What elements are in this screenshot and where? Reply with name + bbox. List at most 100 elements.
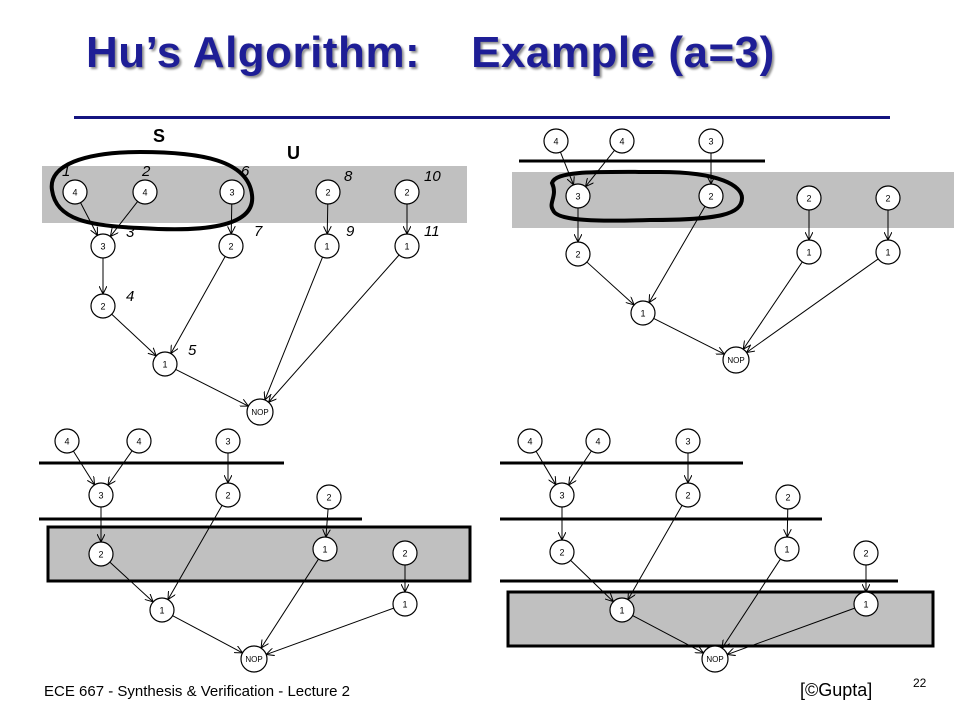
step-4-nop-node: NOP (701, 645, 729, 673)
step-4-node-4: 2 (549, 539, 575, 565)
step-2-node-6: 3 (698, 128, 724, 154)
step-2-node-5: 1 (630, 300, 656, 326)
footer-text: ECE 667 - Synthesis & Verification - Lec… (44, 683, 350, 700)
node-id-label-6: 6 (241, 163, 250, 180)
step-4-edge-7-5 (628, 505, 683, 598)
node-value: 1 (619, 606, 624, 616)
node-value: 4 (595, 437, 600, 447)
step-1-nop-node: NOP (246, 398, 274, 426)
node-circle (218, 233, 244, 259)
node-circle (314, 233, 340, 259)
node-circle (54, 428, 80, 454)
node-circle (312, 536, 338, 562)
node-circle (132, 179, 158, 205)
node-value: 1 (324, 242, 329, 252)
node-value: 2 (575, 250, 580, 260)
node-value: NOP (727, 356, 744, 365)
step-3-edge-1-3 (72, 450, 94, 484)
step-1-edge-2-3 (111, 201, 139, 235)
set-u-label: U (287, 143, 300, 163)
step-3-nop-node: NOP (240, 645, 268, 673)
node-value: 2 (98, 550, 103, 560)
node-value: 1 (404, 242, 409, 252)
step-3-edge-11-nop (267, 607, 394, 654)
step-4-node-6: 3 (675, 428, 701, 454)
step-1-edge-1-3 (80, 202, 97, 235)
step-4-node-1: 4 (517, 428, 543, 454)
node-value: 1 (640, 309, 645, 319)
node-value: 2 (402, 549, 407, 559)
node-circle (853, 591, 879, 617)
step-1-edge-5-nop (175, 368, 248, 405)
node-value: 1 (885, 248, 890, 258)
node-circle (722, 346, 750, 374)
node-id-label-3: 3 (126, 224, 135, 241)
node-circle (88, 541, 114, 567)
node-value: 4 (527, 437, 532, 447)
step-2-edge-5-nop (653, 317, 724, 353)
node-circle (609, 128, 635, 154)
node-value: 2 (806, 194, 811, 204)
step-2-edge-4-5 (586, 261, 633, 304)
node-circle (698, 128, 724, 154)
node-value: NOP (251, 408, 268, 417)
step-3-edge-5-nop (172, 615, 242, 653)
step-3-node-11: 1 (392, 591, 418, 617)
step-2-node-10: 2 (875, 185, 901, 211)
step-4-node-9: 1 (774, 536, 800, 562)
node-id-label-11: 11 (424, 223, 440, 240)
node-value: 2 (863, 549, 868, 559)
step-4-node-8: 2 (775, 484, 801, 510)
node-circle (675, 482, 701, 508)
step-1-node-2: 4 (132, 179, 158, 205)
step-3-node-7: 2 (215, 482, 241, 508)
node-circle (675, 428, 701, 454)
node-circle (796, 185, 822, 211)
step-1-node-4: 2 (90, 293, 116, 319)
node-value: 3 (225, 437, 230, 447)
step-3-node-9: 1 (312, 536, 338, 562)
step-1-node-10: 2 (394, 179, 420, 205)
node-value: 2 (785, 493, 790, 503)
node-value: 4 (142, 188, 147, 198)
node-circle (152, 351, 178, 377)
step-3-node-4: 2 (88, 541, 114, 567)
node-id-label-10: 10 (424, 168, 441, 185)
node-circle (246, 398, 274, 426)
step-1-node-8: 2 (315, 179, 341, 205)
step-3-edge-2-3 (108, 450, 133, 485)
node-value: 1 (402, 600, 407, 610)
step-1-edge-8-9 (327, 203, 328, 233)
step-2-node-2: 4 (609, 128, 635, 154)
node-circle (585, 428, 611, 454)
step-1-node-5: 1 (152, 351, 178, 377)
step-4-edge-11-nop (728, 607, 855, 654)
node-value: NOP (245, 655, 262, 664)
node-id-label-7: 7 (254, 223, 263, 240)
node-value: 3 (229, 188, 234, 198)
step-2-edge-1-3 (559, 151, 573, 184)
step-2-nop-node: NOP (722, 346, 750, 374)
node-value: 4 (619, 137, 624, 147)
step-1-edge-4-5 (111, 313, 156, 355)
step-3-edge-8-9 (326, 508, 328, 536)
node-value: 4 (553, 137, 558, 147)
node-circle (219, 179, 245, 205)
node-circle (88, 482, 114, 508)
step-3-edge-7-5 (168, 505, 223, 598)
node-circle (796, 239, 822, 265)
node-circle (549, 539, 575, 565)
step-4-node-5: 1 (609, 597, 635, 623)
step-3-node-1: 4 (54, 428, 80, 454)
node-value: 2 (325, 188, 330, 198)
node-id-label-4: 4 (126, 288, 134, 305)
step-2-edge-11-nop (747, 258, 879, 352)
step-3-node-3: 3 (88, 482, 114, 508)
node-circle (215, 482, 241, 508)
step-2-node-4: 2 (565, 241, 591, 267)
page-number: 22 (913, 676, 927, 690)
node-value: 2 (228, 242, 233, 252)
step-1-node-1: 4 (62, 179, 88, 205)
step-3-node-2: 4 (126, 428, 152, 454)
